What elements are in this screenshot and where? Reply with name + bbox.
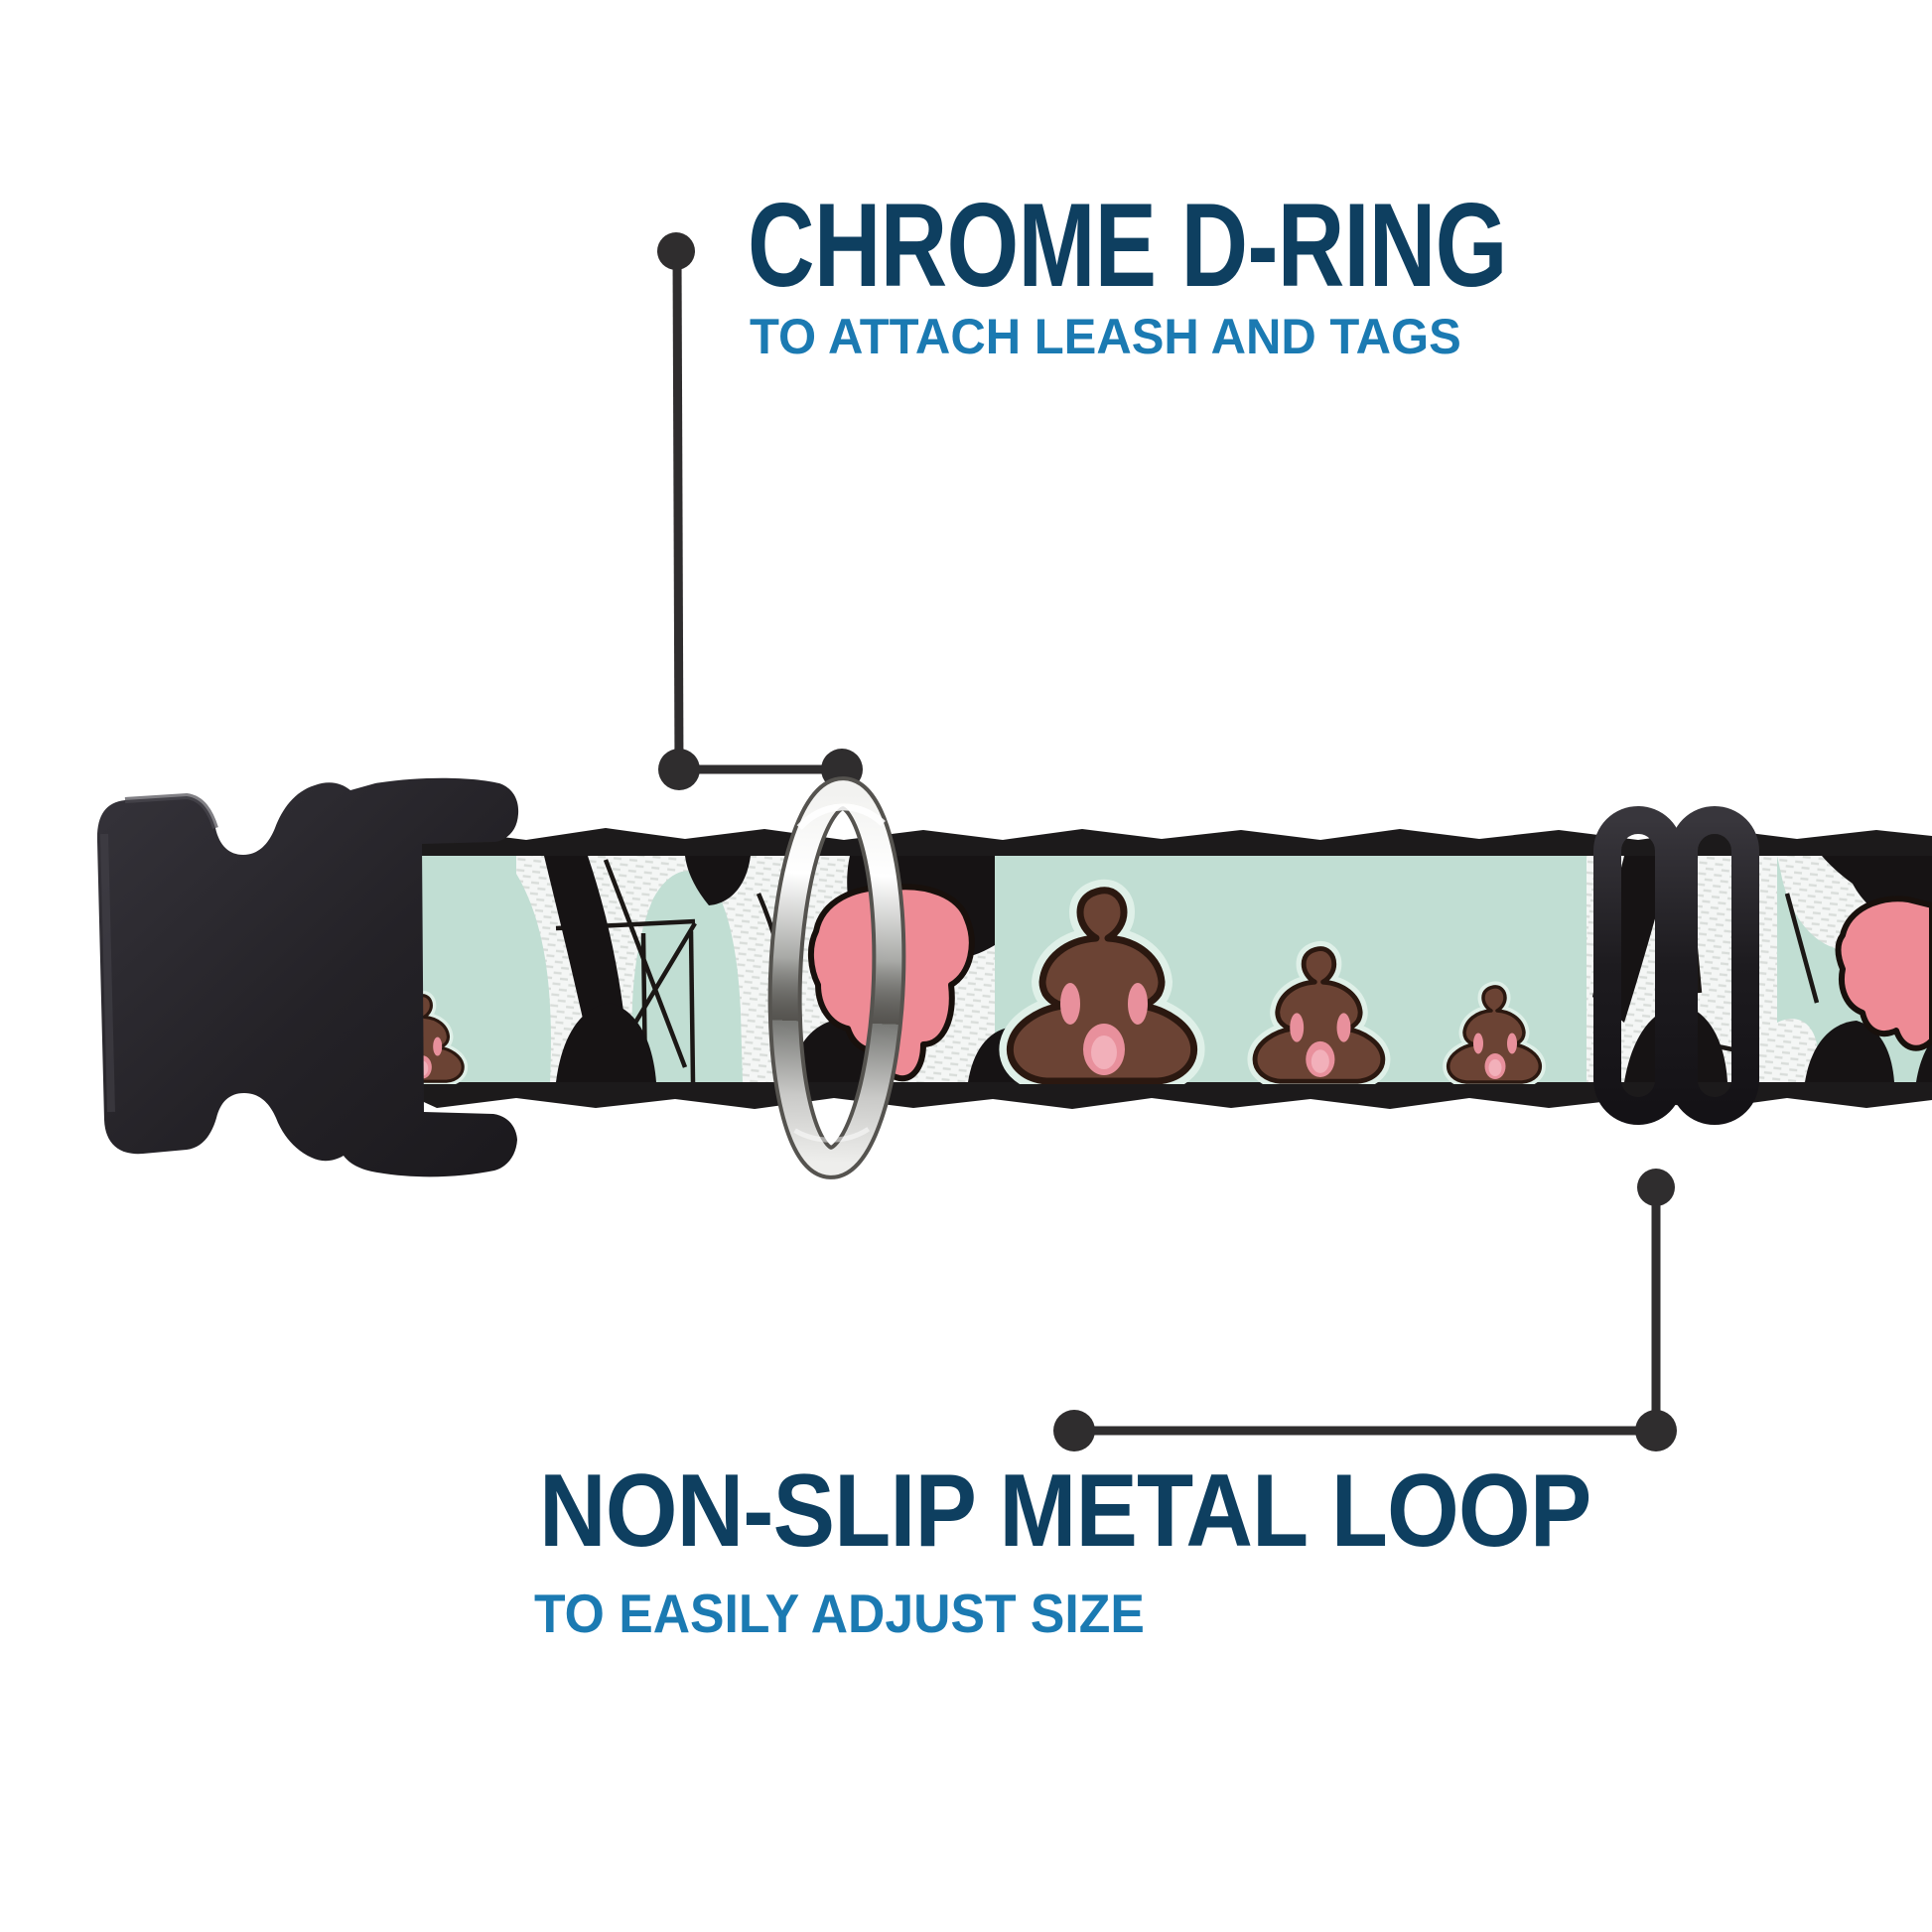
d-ring-subtitle: TO ATTACH LEASH AND TAGS [750, 309, 1461, 364]
chrome-d-ring [767, 776, 906, 1179]
d-ring-title: CHROME D-RING [748, 179, 1507, 312]
cow-udder [1835, 896, 1932, 1051]
callout-line-metal-loop [1053, 1169, 1677, 1451]
collar-strap [402, 828, 1932, 1109]
cow-print-right [1777, 856, 1932, 1082]
callout-line-d-ring [657, 232, 863, 790]
metal-loop-title: NON-SLIP METAL LOOP [539, 1453, 1591, 1569]
plastic-buckle [96, 777, 519, 1177]
metal-loop-slider [1593, 806, 1759, 1125]
metal-loop-subtitle: TO EASILY ADJUST SIZE [534, 1583, 1145, 1644]
